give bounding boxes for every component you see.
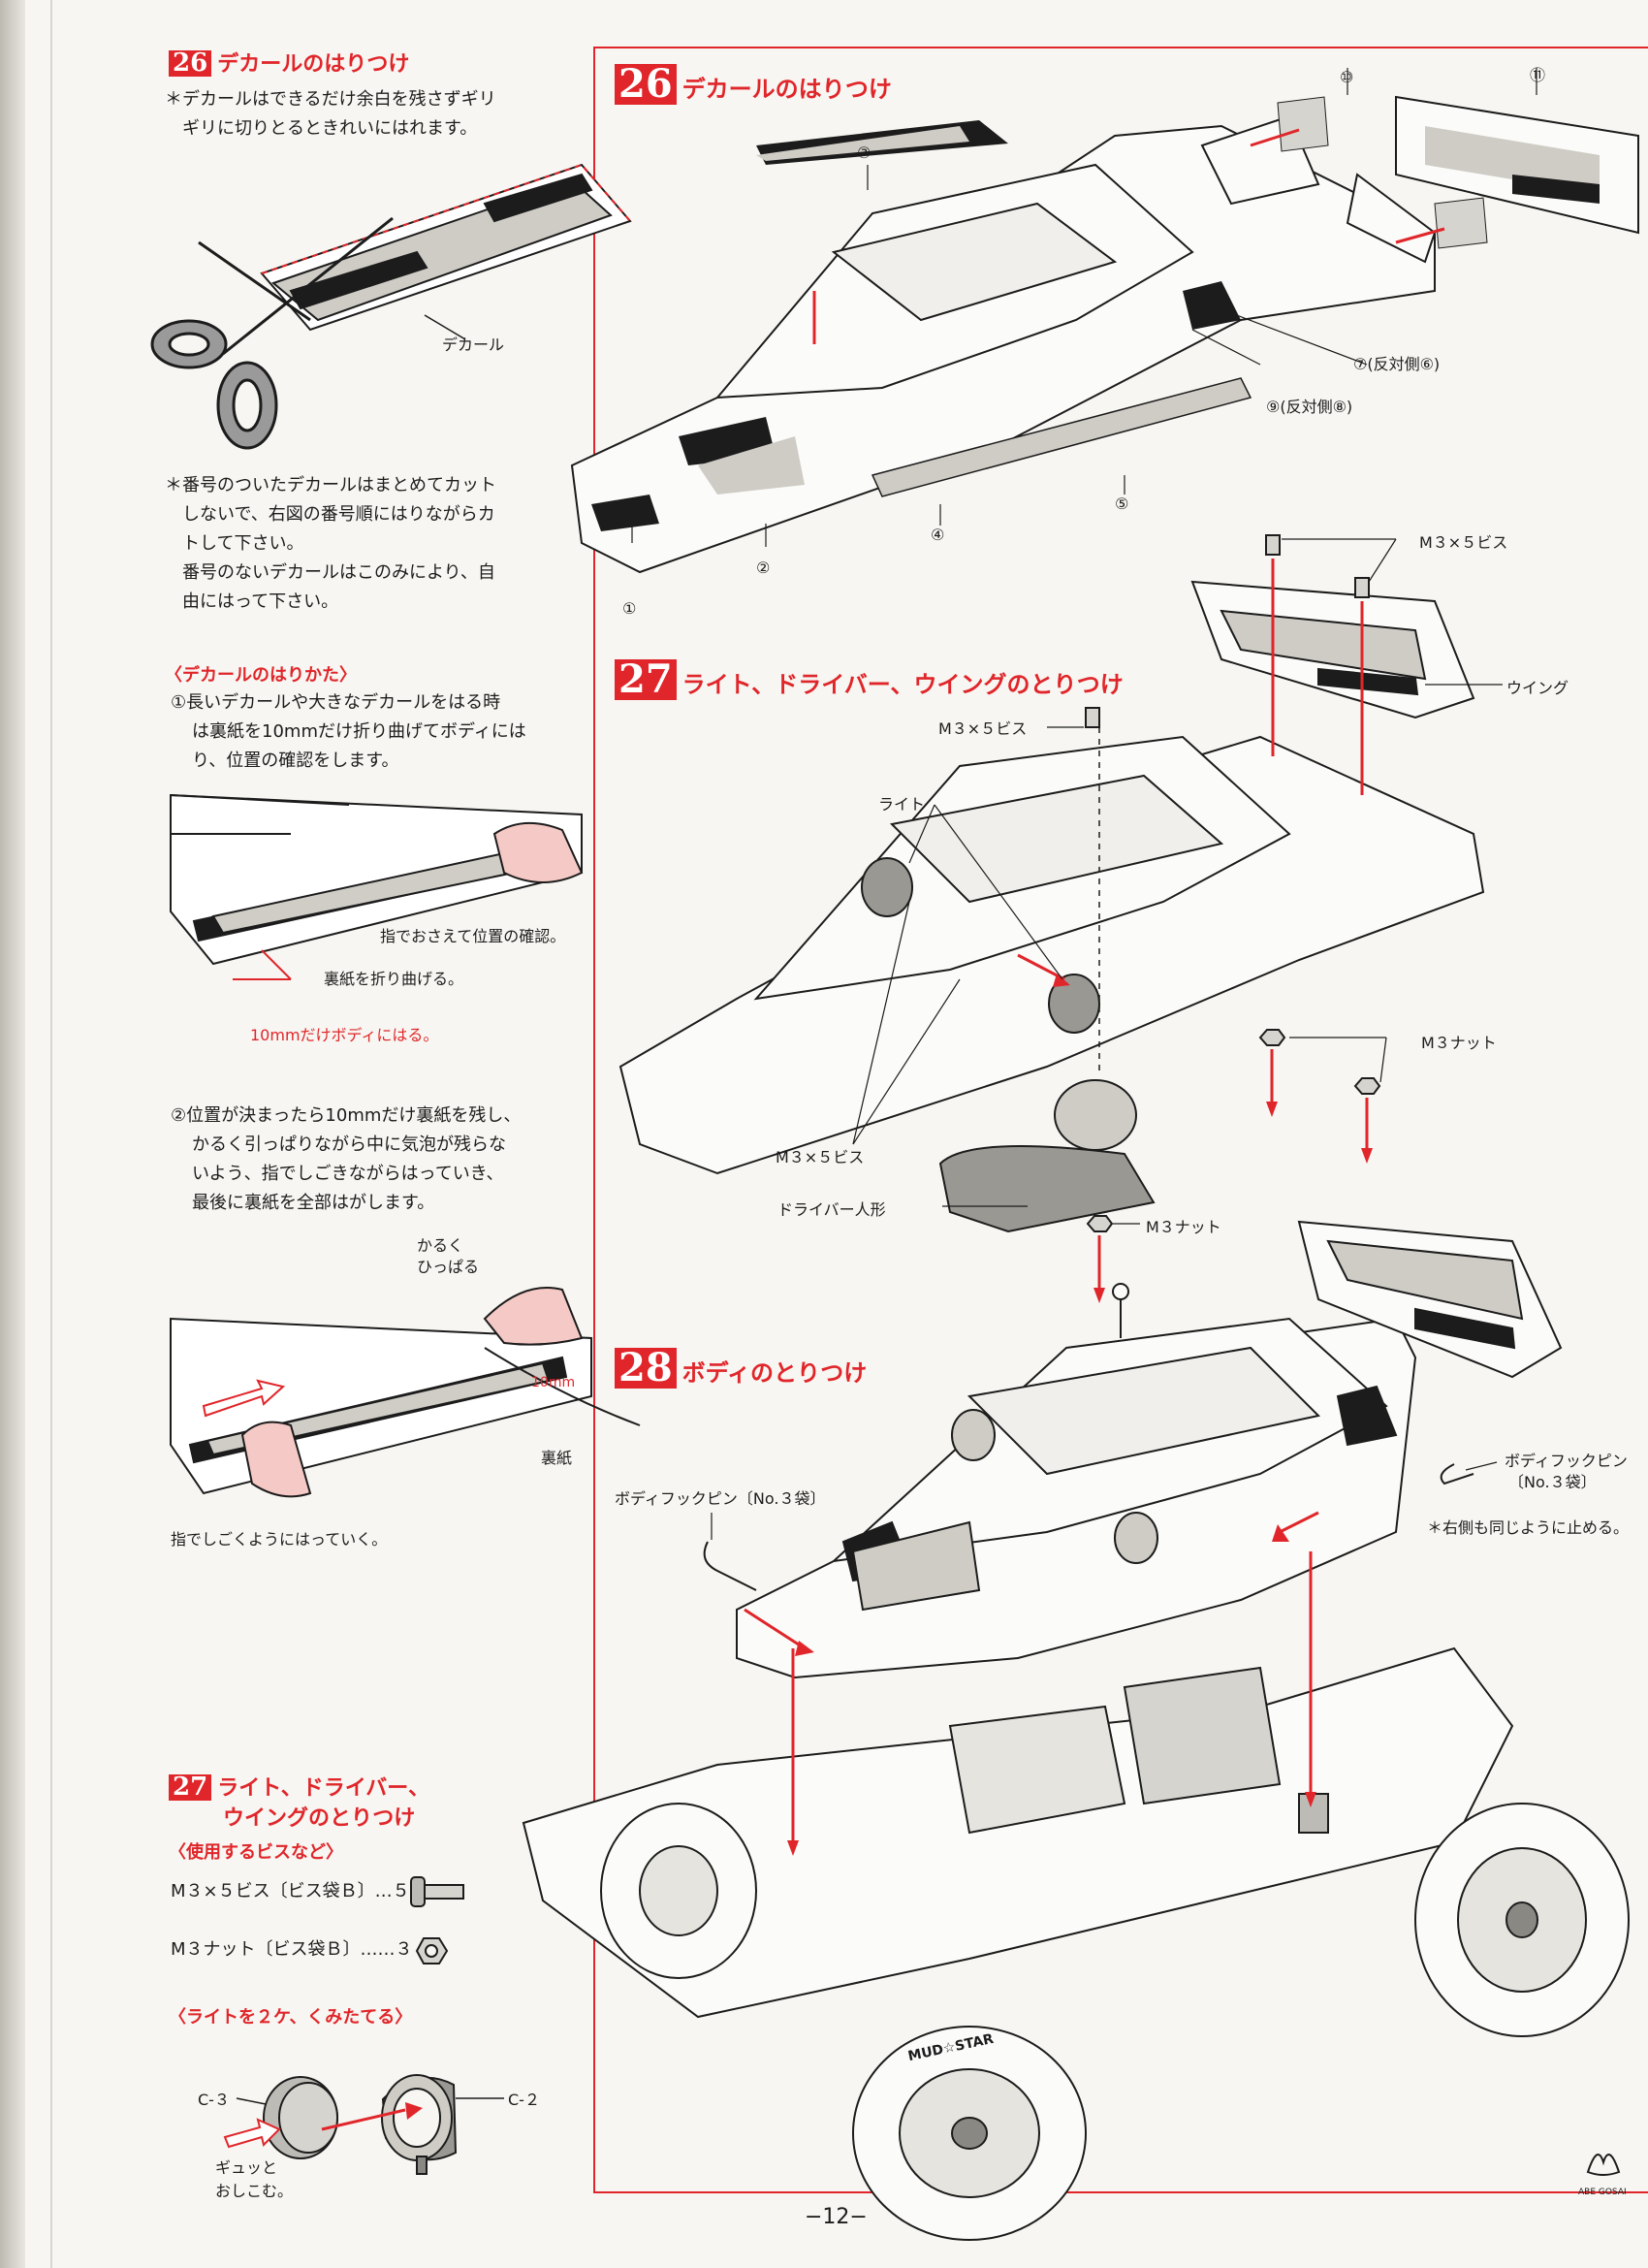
step-number: 28: [615, 1348, 677, 1389]
left-note2: ＊番号のついたデカールはまとめてカット しないで、右図の番号順にはりながらカ ト…: [165, 471, 496, 617]
screw-side-label: M３×５ビス: [776, 1148, 865, 1166]
push-label: ギュッと おしこむ。: [215, 2156, 293, 2203]
text-line: ＊番号のついたデカールはまとめてカット: [165, 475, 496, 495]
decal-no-1: ①: [622, 599, 637, 618]
text-line: しないで、右図の番号順にはりながらカ: [182, 504, 495, 525]
text-line: ＊デカールはできるだけ余白を残さずギリ: [165, 89, 496, 110]
text-line: ギュッと: [215, 2158, 278, 2177]
fig1-label-c: 10mmだけボディにはる。: [250, 1026, 439, 1044]
fig1-label-a: 指でおさえて位置の確認。: [380, 927, 566, 945]
driver-label: ドライバー人形: [777, 1200, 886, 1219]
light-title: 〈ライトを２ケ、くみたてる〉: [169, 2007, 413, 2028]
nut-bottom-label: M３ナット: [1146, 1218, 1221, 1236]
nut-right-label: M３ナット: [1421, 1034, 1497, 1052]
text-line: 番号のないデカールはこのみにより、自: [182, 562, 495, 583]
parts-title: 〈使用するビスなど〉: [169, 1842, 343, 1863]
fig2-label-b: 10mm: [531, 1375, 576, 1390]
same-right-note: ＊右側も同じように止める。: [1427, 1518, 1630, 1537]
part-c2: C-２: [508, 2091, 540, 2109]
decal-no-5: ⑤: [1115, 495, 1129, 513]
decal-no-11: ⑪: [1530, 66, 1546, 84]
step-number: 27: [615, 659, 677, 700]
logo-icon: [1586, 2154, 1621, 2176]
wing-label: ウイング: [1506, 679, 1569, 697]
text-line: トして下さい。: [182, 533, 304, 554]
light-label: ライト: [878, 795, 926, 814]
part-nut: M３ナット〔ビス袋Ｂ〕……３: [171, 1939, 413, 1960]
publisher-logo: ABE GOSAI: [1578, 2133, 1629, 2201]
howto-step1: ①長いデカールや大きなデカールをはる時 は裏紙を10mmだけ折り曲げてボディには…: [171, 688, 526, 776]
text-line: ボディフックピン: [1505, 1452, 1628, 1470]
screw-top-label: M３×５ビス: [938, 719, 1028, 738]
decal-label: デカール: [442, 335, 505, 354]
text-line: は裏紙を10mmだけ折り曲げてボディには: [192, 721, 526, 742]
logo-text: ABE GOSAI: [1578, 2188, 1627, 2197]
fig2-label-d: 指でしごくようにはっていく。: [171, 1530, 388, 1549]
right-column-frame: [593, 47, 1648, 2193]
decal-no-10: ⑩: [1340, 68, 1354, 86]
decal-no-4: ④: [931, 526, 945, 544]
text-line: ①長いデカールや大きなデカールをはる時: [171, 692, 501, 713]
binding-edge-line: [50, 0, 52, 2268]
decal-no-2: ②: [756, 559, 771, 577]
text-line: かるく: [417, 1236, 464, 1255]
step-number: 26: [169, 49, 212, 78]
step-title: デカールのはりつけ: [681, 76, 892, 103]
decal-no-9: ⑨(反対側⑧): [1266, 398, 1353, 416]
decal-no-7: ⑦(反対側⑥): [1353, 355, 1441, 373]
fig2-label-c: 裏紙: [541, 1449, 573, 1467]
text-line: いよう、指でしごきながらはっていき、: [192, 1164, 504, 1184]
step-title: デカールのはりつけ: [217, 52, 410, 77]
decal-no-3: ③: [857, 144, 872, 162]
pull-arrow-icon: [202, 1379, 286, 1418]
text-line: ひっぱる: [417, 1258, 480, 1276]
pin-right-label: ボディフックピン 〔No.３袋〕: [1505, 1451, 1628, 1493]
push-arrow-icon: [223, 2118, 281, 2149]
step-number: 26: [615, 64, 677, 105]
step-title-line2: ウイングのとりつけ: [223, 1806, 416, 1831]
text-line: ギリに切りとるときれいにはれます。: [182, 118, 478, 139]
text-line: ②位置が決まったら10mmだけ裏紙を残し、: [171, 1105, 522, 1126]
screw-wing-label: M３×５ビス: [1419, 533, 1508, 552]
step-title: ライト、ドライバー、ウイングのとりつけ: [681, 671, 1124, 698]
text-line: 〔No.３袋〕: [1508, 1473, 1597, 1491]
step-title-line1: ライト、ドライバー、: [217, 1776, 430, 1801]
fig2-label-a: かるく ひっぱる: [417, 1235, 479, 1278]
left-note1: ＊デカールはできるだけ余白を残さずギリ ギリに切りとるときれいにはれます。: [165, 85, 496, 144]
part-c3: C-３: [198, 2091, 230, 2109]
pin-left-label: ボディフックピン〔No.３袋〕: [615, 1489, 826, 1508]
page-number: −12−: [805, 2205, 868, 2229]
text-line: り、位置の確認をします。: [192, 751, 399, 771]
decal-strip: [260, 163, 632, 332]
text-line: かるく引っぱりながら中に気泡が残らな: [192, 1134, 506, 1155]
text-line: 最後に裏紙を全部はがします。: [192, 1193, 435, 1213]
text-line: 由にはって下さい。: [182, 591, 339, 612]
scissors-icon: [150, 216, 394, 450]
part-screw: M３×５ビス〔ビス袋Ｂ〕…５: [171, 1881, 410, 1901]
howto-title: 〈デカールのはりかた〉: [165, 665, 357, 686]
step-title: ボディのとりつけ: [681, 1359, 868, 1387]
fig1-label-b: 裏紙を折り曲げる。: [324, 970, 464, 988]
text-line: おしこむ。: [215, 2182, 294, 2200]
step-number: 27: [169, 1773, 212, 1802]
binding-edge: [0, 0, 25, 2268]
howto-step2: ②位置が決まったら10mmだけ裏紙を残し、 かるく引っぱりながら中に気泡が残らな…: [171, 1102, 521, 1218]
